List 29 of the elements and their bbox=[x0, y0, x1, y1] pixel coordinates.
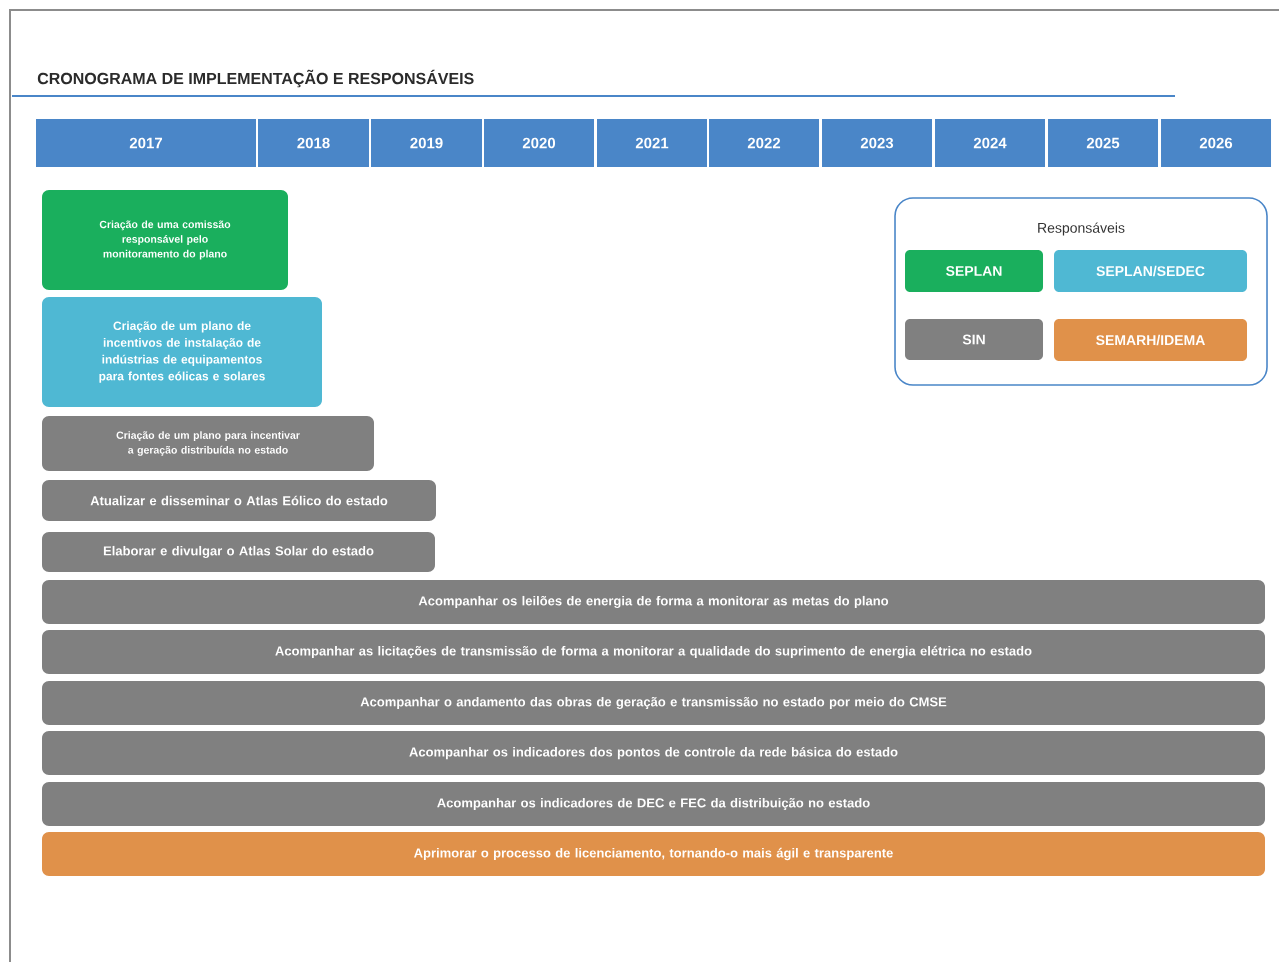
year-header: 2022 bbox=[709, 119, 819, 167]
node-label: 2019 bbox=[410, 137, 443, 149]
year-header: 2021 bbox=[597, 119, 707, 167]
title: CRONOGRAMA DE IMPLEMENTAÇÃO E RESPONSÁVEIS bbox=[37, 69, 474, 88]
node-label: 2022 bbox=[747, 137, 781, 149]
task-bar: Atualizar e disseminar o Atlas Eólico do estado bbox=[42, 480, 436, 521]
task-bar: Elaborar e divulgar o Atlas Solar do estado bbox=[42, 532, 435, 572]
year-header: 2025 bbox=[1048, 119, 1158, 167]
year-header: 2019 bbox=[371, 119, 482, 167]
year-header: 2017 bbox=[36, 119, 256, 167]
task-bar: Aprimorar o processo de licenciamento, tornando-o mais ágil e transparente bbox=[42, 832, 1265, 876]
year-header: 2023 bbox=[822, 119, 932, 167]
year-header: 2026 bbox=[1161, 119, 1271, 167]
node-label: 2021 bbox=[635, 137, 669, 149]
node-label: 2018 bbox=[297, 137, 330, 149]
task-bar: Criação de uma comissão responsável pelo monitoramento do plano bbox=[42, 190, 288, 290]
year-header: 2020 bbox=[484, 119, 594, 167]
task-bar: Criação de um plano de incentivos de instalação de indústrias de equipamentos para fontes eólicas e solares bbox=[42, 297, 322, 407]
task-bar: Acompanhar os indicadores de DEC e FEC da distribuição no estado bbox=[42, 782, 1265, 826]
task-bar: Acompanhar os leilões de energia de forma a monitorar as metas do plano bbox=[42, 580, 1265, 624]
task-bar: Acompanhar o andamento das obras de geração e transmissão no estado por meio do CMSE bbox=[42, 681, 1265, 725]
task-bar: Acompanhar os indicadores dos pontos de controle da rede básica do estado bbox=[42, 731, 1265, 775]
year-header: 2018 bbox=[258, 119, 369, 167]
task-bar: Acompanhar as licitações de transmissão de forma a monitorar a qualidade do suprimento de energia elétrica no estado bbox=[42, 630, 1265, 674]
year-header: 2024 bbox=[935, 119, 1045, 167]
task-bar: Criação de um plano para incentivar a geração distribuída no estado bbox=[42, 416, 374, 471]
node-label: 2017 bbox=[129, 137, 163, 149]
legend-title: Responsáveis bbox=[1038, 222, 1125, 236]
node-label: 2020 bbox=[522, 137, 556, 149]
